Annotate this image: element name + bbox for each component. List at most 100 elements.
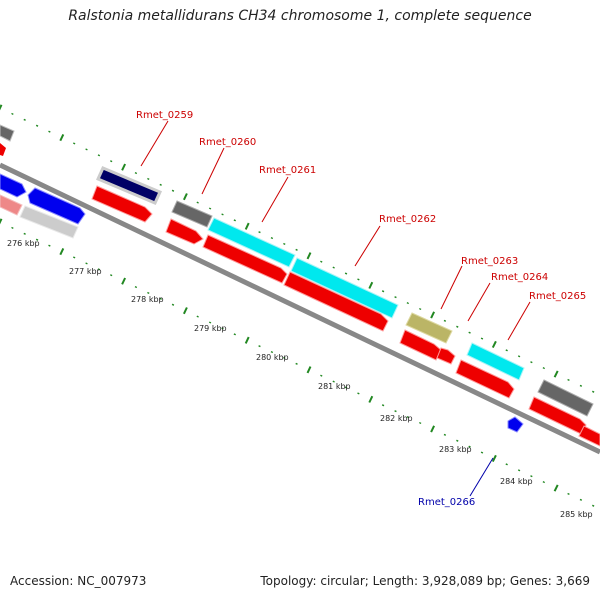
- tick-mark: [332, 266, 335, 269]
- tick-mark: [530, 361, 533, 364]
- gene-feature[interactable]: [27, 187, 86, 225]
- tick-mark: [456, 325, 459, 328]
- tick-mark: [0, 104, 3, 111]
- tick-mark: [270, 350, 274, 354]
- gene-feature[interactable]: [0, 194, 23, 216]
- tick-mark: [159, 297, 162, 300]
- tick-mark: [406, 416, 409, 419]
- tick-mark: [430, 311, 436, 319]
- gene-feature[interactable]: [0, 143, 6, 156]
- tick-mark: [258, 231, 261, 234]
- tick-mark: [491, 454, 497, 463]
- tick-mark: [147, 291, 150, 295]
- tick-mark: [505, 349, 508, 352]
- tick-mark: [121, 163, 127, 171]
- kbp-label: 284 kbp: [500, 477, 533, 486]
- kbp-label: 280 kbp: [256, 353, 289, 362]
- tick-mark: [85, 262, 88, 265]
- tick-mark: [221, 213, 224, 216]
- tick-mark: [134, 285, 138, 289]
- tick-mark: [306, 252, 312, 260]
- tick-mark: [443, 319, 447, 322]
- gene-feature[interactable]: [91, 185, 153, 223]
- gene-feature[interactable]: [19, 205, 79, 239]
- gene-feature[interactable]: [0, 173, 27, 198]
- gene-feature[interactable]: [405, 312, 453, 344]
- tick-mark: [147, 177, 150, 181]
- tick-mark: [35, 238, 39, 241]
- gene-feature[interactable]: [202, 234, 288, 284]
- tick-mark: [270, 236, 274, 240]
- tick-mark: [11, 112, 14, 115]
- tick-mark: [320, 260, 323, 263]
- gene-label[interactable]: Rmet_0266: [418, 497, 475, 508]
- gene-feature[interactable]: [507, 416, 524, 433]
- tick-mark: [283, 242, 286, 246]
- gene-feature[interactable]: [290, 257, 399, 319]
- gene-label[interactable]: Rmet_0262: [379, 214, 436, 225]
- tick-mark: [344, 386, 348, 389]
- gene-feature[interactable]: [171, 200, 213, 228]
- tick-mark: [430, 425, 436, 433]
- tick-mark: [456, 439, 459, 442]
- tick-mark: [419, 421, 422, 425]
- gene-label[interactable]: Rmet_0259: [136, 110, 193, 121]
- kbp-labels: 276 kbp 277 kbp 278 kbp 279 kbp 280 kbp …: [7, 239, 593, 519]
- tick-mark: [542, 481, 545, 484]
- tick-mark: [208, 321, 212, 324]
- tick-mark: [110, 274, 113, 277]
- tick-mark: [48, 130, 51, 133]
- tick-mark: [579, 384, 583, 387]
- tick-mark: [48, 244, 51, 247]
- gene-feature[interactable]: [466, 342, 525, 381]
- gene-feature[interactable]: [95, 166, 163, 205]
- tick-mark: [394, 410, 397, 413]
- tick-mark: [381, 404, 385, 407]
- tick-mark: [244, 222, 250, 230]
- gene-feature[interactable]: [0, 124, 15, 142]
- tick-mark: [553, 370, 559, 378]
- tick-mark: [97, 154, 101, 157]
- gene-label[interactable]: Rmet_0260: [199, 137, 256, 148]
- gene-labels: Rmet_0259 Rmet_0260 Rmet_0261 Rmet_0262 …: [136, 110, 586, 508]
- gene-label[interactable]: Rmet_0261: [259, 165, 316, 176]
- tick-mark: [11, 226, 14, 229]
- tick-mark: [59, 247, 65, 256]
- gene-feature[interactable]: [207, 217, 296, 268]
- kbp-label: 285 kbp: [560, 510, 593, 519]
- gene-label[interactable]: Rmet_0265: [529, 291, 586, 302]
- topology-text: Topology: circular; Length: 3,928,089 bp…: [260, 574, 590, 588]
- tick-mark: [480, 451, 484, 454]
- kbp-label: 281 kbp: [318, 382, 351, 391]
- tick-mark: [134, 171, 138, 175]
- gene-feature[interactable]: [537, 379, 594, 417]
- tick-mark: [542, 367, 545, 370]
- gene-feature[interactable]: [455, 359, 515, 399]
- tick-mark: [344, 272, 348, 275]
- kbp-label: 279 kbp: [194, 324, 227, 333]
- tick-mark: [35, 124, 39, 127]
- tick-mark: [283, 356, 286, 360]
- gene-features: [0, 124, 600, 447]
- gene-label[interactable]: Rmet_0263: [461, 256, 518, 267]
- tick-mark: [591, 504, 595, 507]
- gene-feature[interactable]: [436, 347, 456, 365]
- tick-mark: [567, 492, 570, 496]
- tick-mark: [368, 281, 374, 289]
- tick-mark: [517, 355, 521, 358]
- gene-feature[interactable]: [283, 271, 389, 332]
- tick-mark: [295, 362, 298, 365]
- tick-mark: [59, 133, 65, 142]
- tick-mark: [97, 268, 101, 271]
- tick-mark: [208, 207, 212, 210]
- gene-label[interactable]: Rmet_0264: [491, 272, 548, 283]
- tick-mark: [591, 390, 595, 393]
- tick-mark: [468, 331, 471, 334]
- gene-feature[interactable]: [578, 425, 600, 447]
- gene-feature[interactable]: [165, 218, 204, 245]
- tick-mark: [171, 303, 175, 306]
- tick-mark: [244, 336, 250, 344]
- tick-mark: [579, 498, 583, 501]
- tick-mark: [171, 189, 175, 192]
